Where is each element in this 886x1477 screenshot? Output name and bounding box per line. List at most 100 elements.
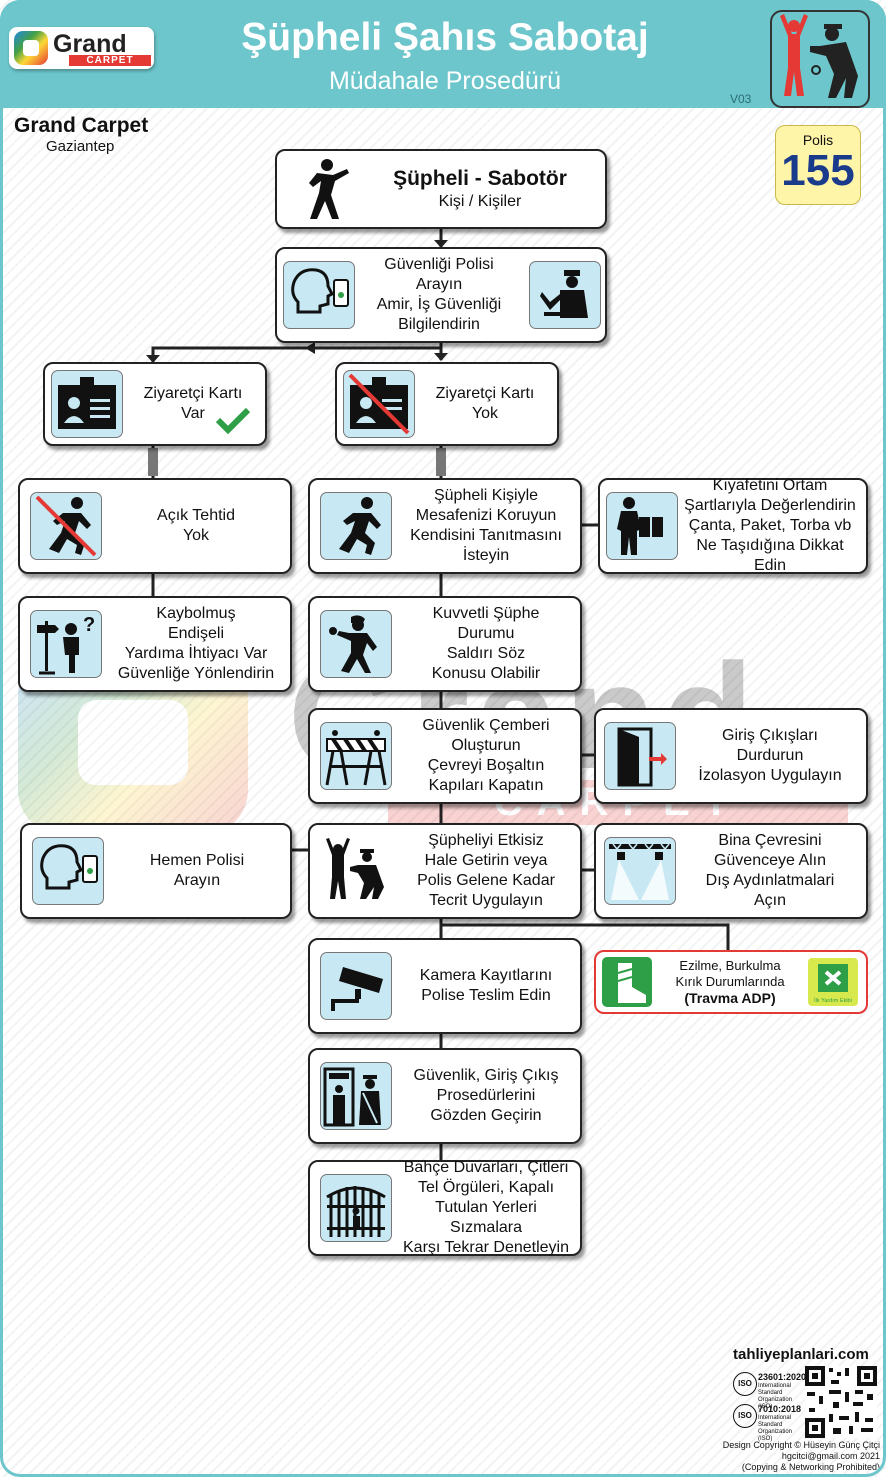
website-link[interactable]: tahliyeplanlari.com [733,1346,869,1363]
running-person-icon [320,492,392,560]
distance-line-3: Kendisini Tanıtmasını [410,527,562,544]
qr-code-icon [805,1366,877,1438]
first-aid-line-1: Ezilme, Burkulma [679,958,781,973]
suspect-arrest-icon [770,10,870,108]
node-security-cordon: Güvenlik Çemberi Oluşturun Çevreyi Boşal… [308,708,582,804]
call-line-3: Amir, İş Güvenliği [376,296,502,313]
neutralize-line-1: Şüpheliyi Etkisiz [428,832,544,849]
cordon-line-2: Oluşturun [451,737,521,754]
barrier-icon [320,722,392,790]
card-yes-line-2: Var [181,405,205,422]
perimeter-line-4: Açın [753,892,786,909]
person-carrying-box-icon [606,492,678,560]
perimeter-line-3: Dış Aydınlatmalari [705,872,835,889]
first-aid-text: Ezilme, Burkulma Kırık Durumlarında (Tra… [656,958,804,1007]
logo-top-text: Grand [53,30,127,58]
iso-note-2: International Standard Organization (ISO… [758,1415,793,1442]
clothing-line-1: Kıyafetini Ortam [712,477,828,494]
node-stop-entrances: Giriş Çıkışları Durdurun İzolasyon Uygul… [594,708,868,804]
distance-line-1: Şüpheli Kişiyle [433,487,539,504]
connector-neutralize-firstaid [441,923,730,950]
first-aid-bold: (Travma ADP) [684,990,776,1006]
lost-person-icon: ? [30,610,102,678]
suspicion-line-2: Durumu [457,625,515,642]
node-inspect-walls: Bahçe Duvarları, Çitleri Tel Örgüleri, K… [308,1159,582,1256]
node-suspect-saboteur: Şüpheli - Sabotör Kişi / Kişiler [275,149,607,229]
node-strong-suspicion: Kuvvetli Şüphe Durumu Saldırı Söz Konusu… [308,596,582,692]
iso-standard-2: 7010:2018 [758,1404,802,1414]
suspicion-line-1: Kuvvetli Şüphe [432,605,540,622]
node-lost-person: ? Kaybolmuş Endişeli Yardıma İhtiyacı Va… [18,596,292,692]
start-subtitle: Kişi / Kişiler [438,193,522,210]
header-bar: Grand CARPET Şüpheli Şahıs Sabotaj Müdah… [0,0,886,108]
police-number: 155 [781,146,855,195]
credit-line-2: hgcitci@gmail.com 2021 [781,1451,880,1461]
clothing-line-4: Ne Taşıdığına Dikkat Edin [696,537,844,574]
entrances-line-2: Durdurun [736,747,804,764]
head-phone-icon [32,837,104,905]
head-phone-icon [283,261,355,329]
node-no-open-threat: Açık Tehtid Yok [18,478,292,574]
entrances-line-1: Giriş Çıkışları [722,727,818,744]
first-aid-badge-text: İlk Yardım Ekibi [814,997,852,1004]
clothing-line-3: Çanta, Paket, Torba vb [688,517,852,534]
lost-line-2: Endişeli [167,625,225,642]
logo-mark-icon [14,31,48,65]
attacker-icon [320,610,392,678]
connector-call-cardyes [151,346,441,362]
no-threat-line-2: Yok [182,527,210,544]
suspicion-line-4: Konusu Olabilir [431,665,541,682]
entrances-line-3: İzolasyon Uygulayın [698,767,842,784]
running-person-crossed-icon [30,492,102,560]
node-call-police-now: Hemen Polisi Arayın [20,823,292,919]
lost-line-4: Güvenliğe Yönlendirin [117,665,275,682]
cordon-line-4: Kapıları Kapatın [428,777,544,794]
camera-line-1: Kamera Kayıtlarını [419,967,553,984]
iso-ring-2: ISO [733,1404,757,1428]
node-evaluate-clothing: Kıyafetini Ortam Şartlarıyla Değerlendir… [598,477,868,574]
perimeter-line-2: Güvenceye Alın [713,852,827,869]
arrest-icon [320,837,390,903]
card-yes-line-1: Ziyaretçi Kartı [143,385,243,402]
iso-badge-23601: ISO 23601:2020 International Standard Or… [733,1372,806,1410]
procedures-line-2: Prosedürlerini [436,1087,536,1104]
card-no-line-2: Yok [471,405,499,422]
perimeter-line-1: Bina Çevresini [718,832,822,849]
lost-line-3: Yardıma İhtiyacı Var [124,645,268,662]
call-police-line-1: Hemen Polisi [149,852,245,869]
pointing-person-icon [287,155,357,221]
first-aid-note: Ezilme, Burkulma Kırık Durumlarında (Tra… [594,950,868,1014]
procedures-line-1: Güvenlik, Giriş Çıkış [413,1067,559,1084]
node-visitor-card-yes: Ziyaretçi Kartı Var [43,362,267,446]
no-threat-line-1: Açık Tehtid [157,507,235,524]
company-name: Grand Carpet [14,114,149,137]
page-subtitle: Müdahale Prosedürü [328,67,562,95]
suspicion-line-3: Saldırı Söz [446,645,526,662]
walls-line-3: Tutulan Yerleri Sızmalara [435,1199,537,1236]
fence-icon [320,1174,392,1242]
distance-line-2: Mesafenizi Koruyun [415,507,557,524]
cordon-line-1: Güvenlik Çemberi [422,717,550,734]
copyright-note: Design Copyright © Hüseyin Günç Çitçi hg… [720,1440,880,1473]
node-secure-perimeter: Bina Çevresini Güvenceye Alın Dış Aydınl… [594,823,868,919]
walls-line-4: Karşı Tekrar Denetleyin [403,1239,569,1256]
neutralize-line-4: Tecrit Uygulayın [429,892,543,909]
iso-ring-1: ISO [733,1372,757,1396]
id-card-icon [51,370,123,438]
logo-bottom-text: CARPET [69,55,151,66]
neutralize-line-3: Polis Gelene Kadar [417,872,555,889]
call-police-line-2: Arayın [173,872,221,889]
version-label: V03 [730,92,752,106]
node-keep-distance: Şüpheli Kişiyle Mesafenizi Koruyun Kendi… [308,478,582,574]
neutralize-line-2: Hale Getirin veya [424,852,548,869]
floodlight-icon [604,837,676,905]
call-line-2: Arayın [415,276,463,293]
node-visitor-card-no: Ziyaretçi Kartı Yok [335,362,559,446]
clothing-line-2: Şartlarıyla Değerlendirin [684,497,856,514]
node-camera-records: Kamera Kayıtlarını Polise Teslim Edin [308,938,582,1034]
police-number-badge: Polis 155 [775,125,861,205]
svg-text:?: ? [83,614,95,636]
company-city: Gaziantep [46,138,115,155]
security-guard-icon [529,261,601,329]
